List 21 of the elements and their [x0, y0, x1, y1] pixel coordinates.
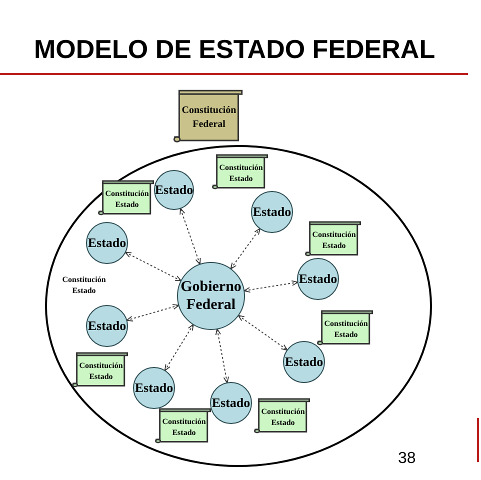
state-circle: Estado [251, 191, 293, 233]
state-circle: Estado [86, 305, 128, 347]
double-arrow [124, 252, 182, 282]
double-arrow [215, 328, 229, 384]
double-arrow [126, 304, 180, 322]
state-circle: Estado [283, 341, 325, 383]
side-note: Constitución Estado [61, 275, 107, 297]
double-arrow [244, 280, 298, 293]
state-circle: Estado [154, 170, 194, 210]
state-circle: Estado [86, 222, 128, 264]
state-circle: Estado [133, 367, 175, 409]
double-arrow [230, 228, 260, 270]
double-arrow [180, 208, 201, 265]
state-circle: Estado [210, 382, 252, 424]
boundary-circle [45, 145, 432, 467]
double-arrow [238, 314, 288, 351]
title: MODELO DE ESTADO FEDERAL [34, 34, 436, 65]
double-arrow [164, 324, 194, 372]
state-circle: Gobierno Federal [177, 262, 245, 330]
state-circle: Estado [297, 258, 339, 300]
page-number: 38 [398, 450, 416, 468]
